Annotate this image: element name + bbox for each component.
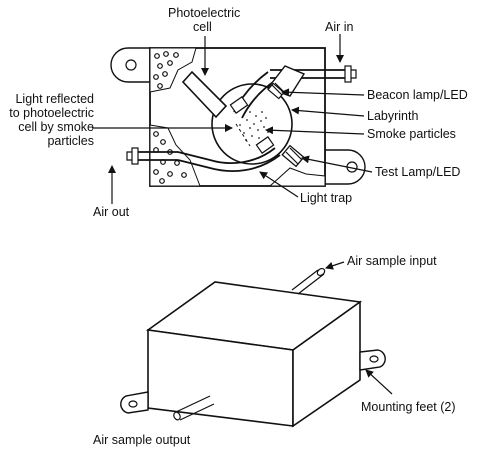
air-in-nozzle: [344, 65, 352, 83]
cell-window: [229, 96, 249, 114]
label-light-trap: Light trap: [300, 191, 352, 205]
reflected-light-beam: [235, 123, 251, 147]
air-out-tube: [138, 151, 178, 161]
photoelectric-cell: [181, 70, 228, 119]
light-trap-block: [255, 136, 275, 154]
label-light-reflected-3: cell by smoke: [18, 120, 94, 134]
label-cell: cell: [193, 20, 212, 34]
label-light-reflected-2: to photoelectric: [9, 106, 94, 120]
test-lamp: [281, 144, 305, 168]
external-view: [120, 261, 393, 428]
output-pipe-end: [173, 411, 181, 421]
leader-test-lamp: [301, 155, 373, 173]
input-pipe-end: [316, 267, 326, 277]
leader-mounting-feet: [365, 369, 393, 395]
label-air-out: Air out: [93, 205, 130, 219]
label-air-sample-output: Air sample output: [93, 433, 191, 447]
output-pipe: [175, 395, 215, 421]
input-pipe: [291, 269, 325, 295]
label-beacon-lamp: Beacon lamp/LED: [367, 88, 468, 102]
air-out-nozzle: [131, 147, 139, 165]
label-air-sample-input: Air sample input: [347, 254, 437, 268]
light-trap-tube-b: [177, 154, 281, 172]
mounting-foot-right: [359, 349, 386, 371]
leader-beacon-lamp: [281, 88, 365, 97]
mounting-foot-right-hole: [369, 355, 379, 363]
label-labyrinth: Labyrinth: [367, 109, 418, 123]
leader-smoke-particles: [265, 126, 365, 135]
light-trap-tube-a: [177, 147, 276, 165]
label-photoelectric: Photoelectric: [168, 6, 240, 20]
box-side-face: [292, 300, 361, 428]
labels: Photoelectric cell Air in Light reflecte…: [9, 6, 468, 447]
mounting-foot-left: [120, 391, 149, 414]
label-smoke-particles: Smoke particles: [367, 127, 456, 141]
leader-air-sample-input: [325, 261, 345, 270]
leader-labyrinth: [291, 106, 365, 117]
mounting-foot-left-hole: [128, 400, 138, 408]
sectional-view: [92, 34, 373, 204]
label-light-reflected-4: particles: [47, 134, 94, 148]
label-light-reflected-1: Light reflected: [15, 92, 94, 106]
beacon-lamp: [267, 82, 286, 100]
foam-top-left: [149, 47, 197, 93]
label-test-lamp: Test Lamp/LED: [375, 165, 460, 179]
foam-bottom-right: [268, 167, 326, 187]
leader-light-trap: [259, 171, 299, 198]
air-out-tip: [126, 151, 132, 161]
label-air-in: Air in: [325, 20, 354, 34]
foam-dots-top-left: [153, 51, 179, 89]
left-mounting-ear: [110, 47, 151, 83]
left-ear-hole: [125, 59, 137, 71]
air-in-tip: [351, 69, 357, 79]
label-mounting-feet: Mounting feet (2): [361, 400, 456, 414]
